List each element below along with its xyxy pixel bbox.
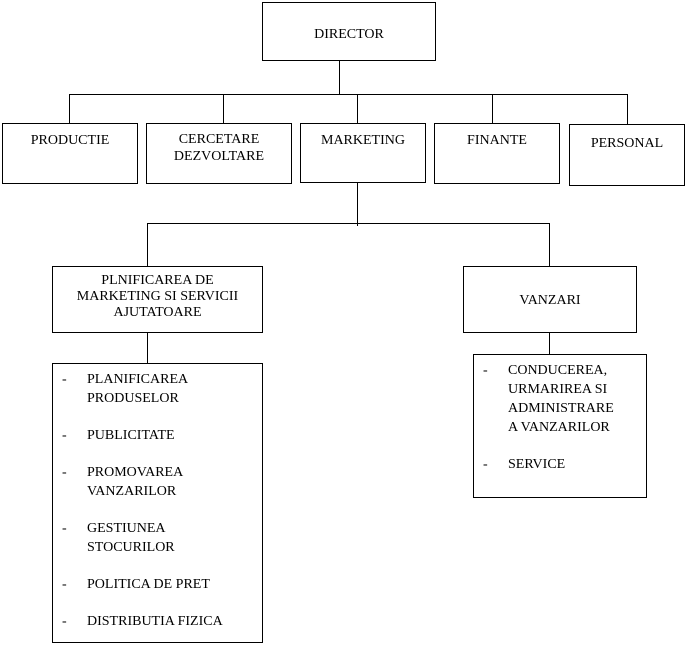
finante-label: FINANTE [467,133,527,148]
planificare-label-2: MARKETING SI SERVICII [76,289,239,304]
planificare-box: PLNIFICAREA DE MARKETING SI SERVICII AJU… [52,266,263,333]
list-item-text: PLANIFICAREA [87,372,189,387]
list-item-text: DISTRIBUTIA FIZICA [87,614,223,629]
connector-marketing-down [357,182,358,226]
vanzari-list-box: - CONDUCEREA, URMARIREA SI ADMINISTRARE … [473,354,647,498]
list-item-text: PRODUSELOR [87,391,179,406]
personal-box: PERSONAL [569,124,685,186]
list-item: - SERVICE [474,455,646,474]
connector-vanzari-list [549,332,550,354]
list-item: - GESTIUNEA STOCURILOR [53,519,262,557]
list-item: - PUBLICITATE [53,426,262,445]
list-item-text: PROMOVAREA [87,465,184,480]
connector-productie [69,94,70,123]
list-item-text: PUBLICITATE [87,428,175,443]
bullet-dash: - [62,521,67,536]
bullet-dash: - [483,457,488,472]
finante-box: FINANTE [434,123,560,184]
connector-marketing [357,94,358,123]
vanzari-list: - CONDUCEREA, URMARIREA SI ADMINISTRARE … [474,361,646,474]
list-item: - PROMOVAREA VANZARILOR [53,463,262,501]
marketing-label: MARKETING [321,133,405,148]
planificare-list-box: - PLANIFICAREA PRODUSELOR - PUBLICITATE … [52,363,263,643]
connector-vanzari [549,223,550,266]
list-item: - DISTRIBUTIA FIZICA [53,612,262,631]
planificare-label-1: PLNIFICAREA DE [101,273,214,288]
connector-cercetare [223,94,224,123]
list-item-text: A VANZARILOR [508,420,610,435]
connector-departments-bar [69,94,627,95]
cercetare-dezvoltare-box: CERCETARE DEZVOLTARE [146,123,292,184]
bullet-dash: - [62,614,67,629]
cercetare-label: CERCETARE [178,132,260,147]
director-box: DIRECTOR [262,2,436,61]
list-item: - CONDUCEREA, URMARIREA SI ADMINISTRARE … [474,361,646,437]
list-item-text: STOCURILOR [87,540,175,555]
bullet-dash: - [62,372,67,387]
list-item: - POLITICA DE PRET [53,575,262,594]
connector-planificare-list [147,332,148,363]
productie-box: PRODUCTIE [2,123,138,184]
bullet-dash: - [62,465,67,480]
list-item-text: VANZARILOR [87,484,177,499]
connector-personal [627,94,628,124]
connector-planificare [147,223,148,266]
list-item-text: CONDUCEREA, [508,363,608,378]
director-label: DIRECTOR [314,27,384,42]
list-item-text: ADMINISTRARE [508,401,614,416]
connector-finante [492,94,493,123]
list-item: - PLANIFICAREA PRODUSELOR [53,370,262,408]
list-item-text: URMARIREA SI [508,382,608,397]
dezvoltare-label: DEZVOLTARE [173,149,265,164]
connector-marketing-bar [147,223,549,224]
list-item-text: SERVICE [508,457,566,472]
vanzari-label: VANZARI [519,293,581,308]
bullet-dash: - [62,428,67,443]
planificare-label-3: AJUTATOARE [113,305,202,320]
connector-director-down [339,60,340,94]
personal-label: PERSONAL [590,136,664,151]
bullet-dash: - [62,577,67,592]
productie-label: PRODUCTIE [30,133,110,148]
bullet-dash: - [483,363,488,378]
marketing-box: MARKETING [300,123,426,183]
list-item-text: GESTIUNEA [87,521,166,536]
list-item-text: POLITICA DE PRET [87,577,210,592]
planificare-list: - PLANIFICAREA PRODUSELOR - PUBLICITATE … [53,370,262,631]
vanzari-box: VANZARI [463,266,637,333]
